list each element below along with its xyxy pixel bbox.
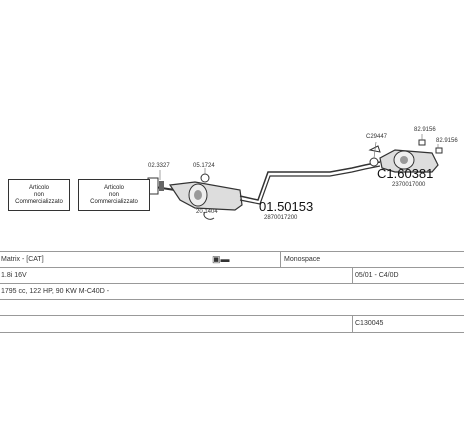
center-silencer [168,181,243,211]
table-row: 1.8i 16V 05/01 - C4/0D [0,267,464,284]
model-cell: Matrix - [CAT] [1,256,44,263]
car-side-icon: ▣▬ [212,254,230,264]
not-available-box-2: Articolo non Commercializzato [78,179,150,211]
catalog-code-cell: C130045 [355,320,384,327]
box1-line2: non [33,191,44,198]
table-row: Matrix - [CAT] ▣▬ Monospace [0,251,464,268]
table-row [0,299,464,316]
part-82-9156-b[interactable]: 82.9156 [436,138,458,144]
part-82-9156-a[interactable]: 82.9156 [414,127,436,133]
table-row: C130045 [0,315,464,333]
intermediate-pipe [239,161,381,201]
rear-silencer [379,149,439,173]
part-c1-60381-oe: 2370017000 [392,182,426,188]
table-row: 1795 cc, 122 HP, 90 KW M-C40D - [0,283,464,300]
rubber-mount [200,173,210,183]
part-01-50153[interactable]: 01.50153 [259,199,314,214]
part-02-3327[interactable]: 02.3327 [148,163,170,169]
not-available-box-1: Articolo non Commercializzato [8,179,70,211]
body-type-cell: Monospace [284,256,321,263]
rear-hanger-b [435,147,443,154]
box1-line3: Commercializzato [15,198,63,205]
part-c1-60381[interactable]: C1.60381 [377,166,434,181]
part-05-1724[interactable]: 05.1724 [193,163,215,169]
box2-line1: Articolo [103,184,124,191]
box1-line1: Articolo [28,184,49,191]
exhaust-drawing [147,134,443,220]
box2-line2: non [108,191,119,198]
spec-cell: 1795 cc, 122 HP, 90 KW M-C40D - [1,288,110,295]
gasket [203,211,215,220]
part-c29447[interactable]: C29447 [366,134,388,140]
part-01-50153-oe: 2870017200 [264,215,298,221]
years-cell: 05/01 - C4/0D [355,272,399,279]
exhaust-diagram: Articolo non Commercializzato Articolo n… [8,127,458,221]
rear-clamp [369,157,379,167]
box2-line3: Commercializzato [90,198,138,205]
rear-hanger-a [418,139,426,146]
part-20-1404[interactable]: 20.1404 [196,209,218,215]
engine-cell: 1.8i 16V [1,272,27,279]
